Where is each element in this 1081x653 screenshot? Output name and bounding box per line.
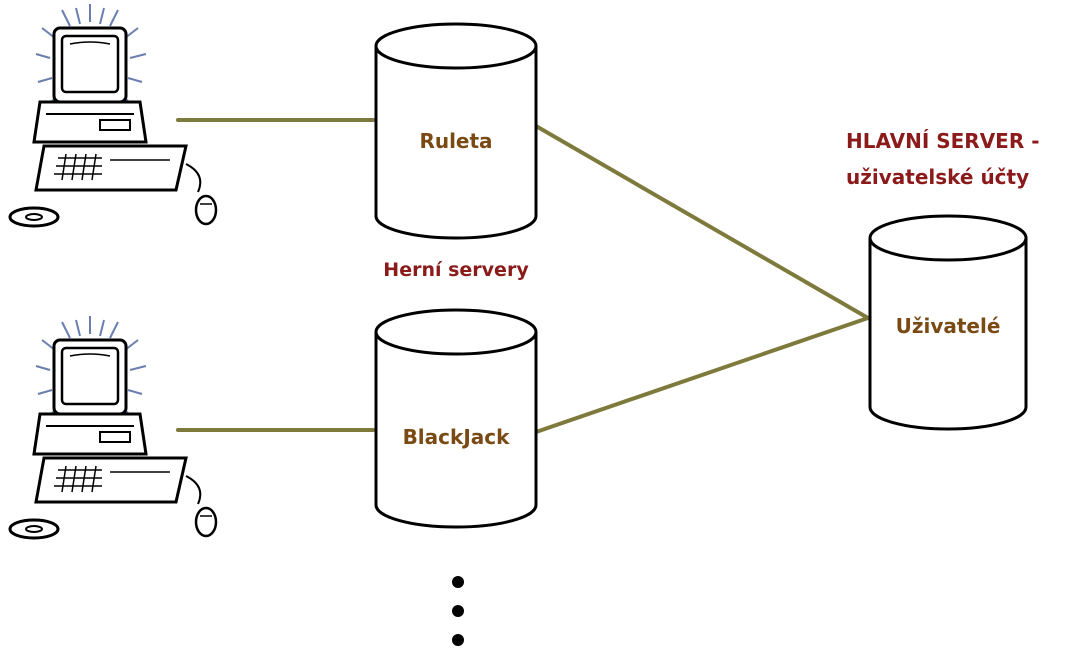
server-ruleta (374, 22, 538, 240)
server-users (868, 214, 1028, 431)
connector-blackjack-users (534, 316, 870, 434)
connector-ruleta-users (534, 124, 870, 320)
connectors (176, 118, 870, 434)
ellipsis-dot (452, 576, 464, 588)
server-blackjack (374, 308, 538, 529)
computer-icon (8, 2, 218, 228)
main-server-heading-line1: HLAVNÍ SERVER - (846, 129, 1040, 153)
computer-icon (8, 314, 218, 540)
game-servers-label: Herní servery (383, 259, 529, 281)
main-server-heading-line2: uživatelské účty (846, 165, 1029, 189)
client-computer-bottom (8, 314, 218, 540)
server-blackjack-label: BlackJack (403, 425, 511, 449)
ellipsis-dot (452, 634, 464, 646)
server-ruleta-label: Ruleta (419, 129, 492, 153)
server-users-label: Uživatelé (896, 314, 1001, 338)
ellipsis-icon (452, 576, 464, 646)
ellipsis-dot (452, 605, 464, 617)
client-computer-top (8, 2, 218, 228)
